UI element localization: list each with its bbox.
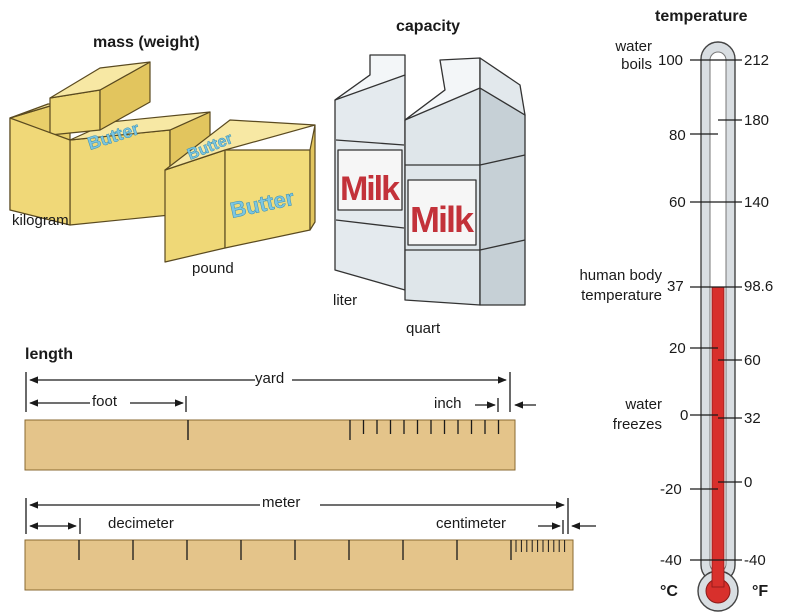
celsius-tick-minus40: -40 — [660, 552, 682, 569]
water-freezes-line-1: water — [625, 396, 662, 413]
yard-ruler — [24, 419, 516, 471]
celsius-tick-60: 60 — [669, 194, 686, 211]
body-temp-label: human body temperature — [540, 266, 662, 306]
decimeter-dimension — [29, 518, 81, 534]
water-freezes-label: water freezes — [600, 395, 662, 435]
fahrenheit-tick-60: 60 — [744, 352, 761, 369]
thermometer — [690, 41, 742, 612]
water-boils-line-1: water — [615, 38, 652, 55]
butter-pound-block — [164, 119, 316, 263]
meter-ruler — [24, 539, 574, 591]
celsius-unit: °C — [660, 583, 678, 600]
celsius-tick-100: 100 — [658, 52, 684, 69]
liter-label: liter — [333, 292, 358, 309]
capacity-title: capacity — [396, 18, 461, 35]
butter-kilogram-block — [9, 61, 211, 226]
body-temp-line-1: human body — [579, 267, 662, 284]
fahrenheit-tick-98-6: 98.6 — [744, 278, 774, 295]
inch-dimension — [475, 398, 536, 412]
mass-title: mass (weight) — [93, 34, 200, 51]
milk-carton-quart — [404, 57, 526, 306]
celsius-tick-minus20: -20 — [660, 481, 682, 498]
milk-brand-quart: Milk — [410, 199, 475, 240]
centimeter-label: centimeter — [436, 515, 507, 532]
milk-brand-liter: Milk — [340, 170, 400, 208]
fahrenheit-unit: °F — [752, 583, 769, 600]
milk-carton-liter — [334, 54, 406, 291]
fahrenheit-tick-minus40: -40 — [744, 552, 766, 569]
water-boils-line-2: boils — [621, 56, 652, 73]
fahrenheit-tick-32: 32 — [744, 410, 761, 427]
centimeter-dimension — [538, 520, 596, 534]
foot-dimension — [29, 396, 187, 412]
decimeter-label: decimeter — [108, 515, 174, 532]
fahrenheit-tick-212: 212 — [744, 52, 770, 69]
inch-label: inch — [434, 395, 462, 412]
water-freezes-line-2: freezes — [612, 416, 662, 433]
fahrenheit-tick-140: 140 — [744, 194, 770, 211]
fahrenheit-tick-180: 180 — [744, 112, 770, 129]
yard-label: yard — [255, 370, 285, 387]
temperature-title: temperature — [655, 8, 748, 25]
meter-label: meter — [262, 494, 301, 511]
celsius-tick-37: 37 — [667, 278, 684, 295]
kilogram-label: kilogram — [12, 212, 69, 229]
yard-dimension — [25, 372, 511, 412]
pound-label: pound — [192, 260, 234, 277]
foot-label: foot — [92, 393, 118, 410]
celsius-tick-20: 20 — [669, 340, 686, 357]
fahrenheit-tick-0: 0 — [744, 474, 753, 491]
body-temp-line-2: temperature — [581, 287, 662, 304]
mercury-column — [711, 286, 725, 588]
quart-label: quart — [406, 320, 441, 337]
celsius-tick-0: 0 — [680, 407, 689, 424]
celsius-tick-80: 80 — [669, 127, 686, 144]
meter-dimension — [25, 498, 569, 534]
length-title: length — [25, 346, 73, 363]
water-boils-label: water boils — [600, 38, 652, 74]
